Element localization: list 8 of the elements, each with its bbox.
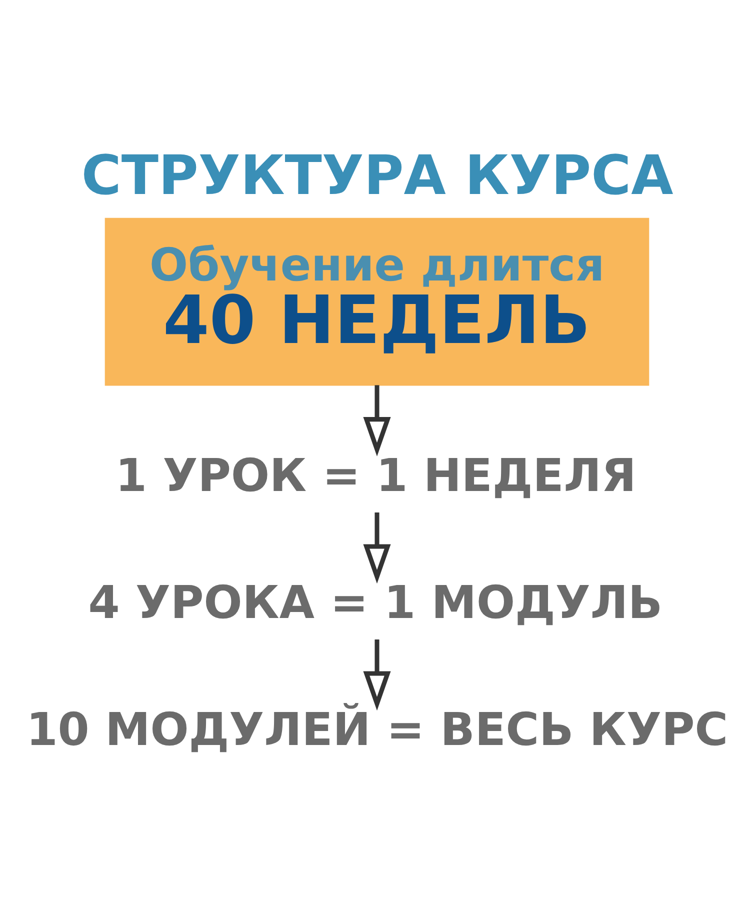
node-text: 1 УРОК = 1 НЕДЕЛЯ [115, 448, 636, 502]
node-text: 10 МОДУЛЕЙ = ВЕСЬ КУРС [26, 702, 728, 756]
node-box: Обучение длится 40 НЕДЕЛЬ [104, 217, 650, 386]
arrow [363, 638, 391, 710]
diagram-title: СТРУКТУРА КУРСА [81, 142, 674, 207]
arrow [363, 512, 391, 584]
arrow [363, 384, 391, 456]
node-text: 4 УРОКА = 1 МОДУЛЬ [88, 575, 663, 628]
